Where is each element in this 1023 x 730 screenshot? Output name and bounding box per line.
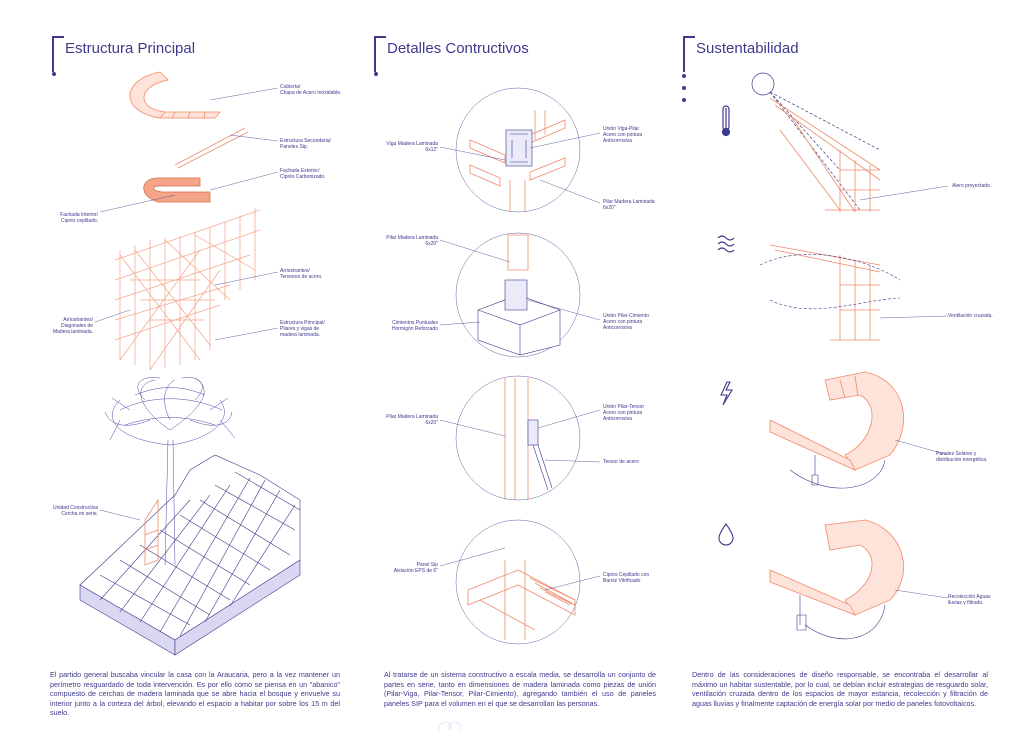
label-pilar-3: Pilar Madera Laminada 6x20" [386,414,438,426]
waves-icon [717,235,735,253]
energy-line-drawing [789,455,886,489]
label-cimientos: Cimientos Puntuales Hormigón Reforzado [391,320,438,332]
detail-circles [455,87,581,645]
sun-drawing [751,72,881,211]
label-unidad-constructiva: Unidad Constructiva Cercha en serie. [52,505,98,517]
label-paneles-solares: Paneles Solares y distribución energétic… [936,451,988,463]
label-arriostrantes: Arriostrantes/ Tensores de acero. [280,268,323,280]
bracket-col2 [374,36,386,72]
water-collection-drawing [769,519,904,616]
tensor-joint-drawing [527,419,553,491]
column-tensor-drawing [504,378,529,500]
bullet-dot [682,98,686,102]
bullet-dot [374,72,378,76]
label-panel-sip: Panel Sip Aislación EPS de 6" [393,562,438,574]
facade-drawing [143,177,211,203]
label-pilar-2: Pilar Madera Laminada 6x20" [386,235,438,247]
roof-arc-drawing [129,71,221,119]
description-estructura: El partido general buscaba vincular la c… [50,670,340,717]
label-pilar-1: Pilar Madera Laminada 6x20" [603,199,655,211]
label-union-pilar-cimiento: Unión Pilar-Cimiento Acero con pintura A… [603,313,649,331]
label-diagonales: Arriostrantes/ Diagonales de Madera lami… [52,317,93,335]
water-drop-icon [718,523,734,546]
section-title-detalles: Detalles Contructivos [387,40,529,57]
secondary-structure-drawing [174,127,249,169]
foundation-block-drawing [477,279,561,356]
label-union-viga-pilar: Unión Viga-Pilar Acero con pintura Antic… [603,126,643,144]
footer-circles [438,721,462,730]
label-tensor: Tensor de acero [603,459,639,465]
label-fachada-interior: Fachada Interior/ Ciprés cepillado. [60,212,98,224]
label-fachada-exterior: Fachada Exterior/ Ciprés Carbonizado. [280,168,326,180]
terrain-drawing [79,454,301,656]
water-pipe-drawing [796,595,886,640]
bullet-dot [682,86,686,90]
leader-lines-col1 [94,87,279,521]
bullet-dot [52,72,56,76]
label-ventilacion: Ventilación cruzada. [948,313,993,319]
overhang-drawing [769,97,881,213]
airflow-drawing [759,254,901,310]
section-title-sustentabilidad: Sustentabilidad [696,40,799,57]
lightning-icon [720,381,733,406]
bracket-col1 [52,36,64,72]
description-detalles: Al tratarse de un sistema constructivo a… [384,670,656,708]
joint-steel-plate [505,129,533,167]
beam-column-joint-drawing [469,110,566,212]
label-cipres-cepillado: Ciprés Cepillado con Barniz Vitrificado [603,572,650,584]
label-alero: Alero proyectado. [952,183,992,189]
main-structure-drawing [114,208,261,371]
bracket-col3 [683,36,695,72]
panel-joint-drawing [467,560,576,640]
column-foundation-drawing [507,234,529,271]
araucaria-tree-drawing [104,377,236,566]
label-viga: Viga Madera Laminada 6x12" [386,141,438,153]
solar-panels-drawing [769,371,904,471]
leader-lines-col2 [439,132,601,591]
thermometer-icon [721,105,731,137]
label-union-pilar-tensor: Unión Pilar-Tensor Acero con pintura Ant… [603,404,645,422]
truss-unit-drawing [144,498,159,566]
ventilation-drawing [769,244,881,341]
bullet-dot [682,74,686,78]
label-secundaria: Estructura Secundaria/ Paneles Sip. [280,138,331,150]
description-sustentabilidad: Dentro de las consideraciones de diseño … [692,670,988,708]
label-estructura-principal: Estructura Principal/ Pilares y vigas de… [280,320,325,338]
label-recoleccion: Recolección Aguas lluvias y filtrado. [948,594,991,606]
section-title-estructura: Estructura Principal [65,40,196,57]
leader-lines-col3 [859,185,949,599]
label-cubierta: Cubierta/ Chapa de Acero Inoxidable. [280,84,342,96]
